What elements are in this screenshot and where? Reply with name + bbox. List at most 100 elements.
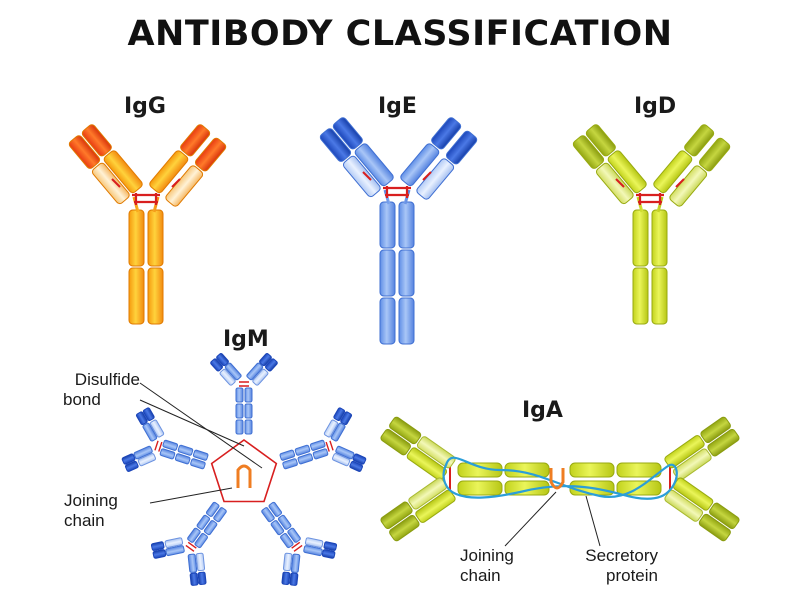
heavy-chain-constant-domain <box>653 150 693 194</box>
iga-fab-arm <box>380 477 456 542</box>
light-chain-constant-domain <box>342 155 381 198</box>
variable-domain <box>68 135 101 169</box>
disulfide-bond <box>132 193 160 205</box>
heavy-chain-constant-domain <box>309 439 326 451</box>
variable-domain <box>135 411 148 426</box>
variable-domain <box>323 541 338 551</box>
iga-joining-chain-line-1: Joining <box>460 546 514 565</box>
heavy-chain-constant-domain <box>149 150 189 194</box>
heavy-chain-constant-domain <box>398 297 415 345</box>
heavy-chain-constant-domain <box>159 448 176 460</box>
heavy-chain-constant-domain <box>294 444 311 456</box>
heavy-chain-constant-domain <box>651 209 668 267</box>
heavy-chain-constant-domain <box>235 419 244 435</box>
light-chain-constant-domain <box>91 162 130 205</box>
disulfide-bond <box>171 178 181 188</box>
light-chain-constant-domain <box>323 419 339 438</box>
disulfide-bond-line-1: Disulfide <box>74 370 140 389</box>
left-fab-arm <box>319 117 394 198</box>
light-chain-constant-domain <box>149 419 165 438</box>
iga-fab-arm <box>664 477 740 542</box>
secretory-protein-line-2: protein <box>606 566 658 585</box>
heavy-chain-constant-domain <box>174 453 191 465</box>
heavy-chain-constant-domain <box>235 387 244 403</box>
heavy-chain-constant-domain <box>187 553 198 573</box>
right-fab-arm <box>149 124 227 207</box>
variable-domain <box>698 137 731 172</box>
heavy-chain-constant-domain <box>196 514 211 530</box>
light-chain-constant-domain <box>664 489 704 522</box>
light-chain-constant-domain <box>595 162 634 205</box>
variable-domain <box>389 514 420 542</box>
left-fab-arm <box>68 124 143 205</box>
heavy-chain-constant-domain <box>244 403 253 419</box>
iga-label: IgA <box>522 398 563 423</box>
variable-domain <box>319 128 352 162</box>
heavy-chain-constant-domain <box>244 387 253 403</box>
heavy-chain-constant-domain <box>400 143 440 187</box>
iga-joining-chain-line-2: chain <box>460 566 501 585</box>
variable-domain <box>445 130 478 165</box>
variable-domain <box>700 416 731 444</box>
light-chain-constant-domain <box>304 537 324 549</box>
disulfide-bond-line-2: bond <box>63 390 101 409</box>
variable-domain <box>585 124 616 157</box>
leader-line <box>139 399 245 447</box>
igm-label: IgM <box>223 327 269 352</box>
heavy-chain-constant-domain <box>103 150 143 194</box>
heavy-chain-constant-domain <box>632 267 649 325</box>
variable-domain <box>684 124 715 157</box>
variable-domain <box>431 117 462 150</box>
hinge-region <box>636 196 664 213</box>
heavy-chain-constant-domain <box>354 143 394 187</box>
fab-arm <box>135 407 165 442</box>
variable-domain <box>265 358 278 372</box>
variable-domain <box>152 549 167 559</box>
disulfide-bond <box>675 178 685 188</box>
igm-joining-chain-line-1: Joining <box>64 491 118 510</box>
heavy-chain-constant-domain <box>244 419 253 435</box>
heavy-chain-constant-domain <box>330 422 346 442</box>
variable-domain <box>389 416 422 445</box>
variable-domain <box>321 549 336 559</box>
heavy-chain-constant-domain <box>147 209 164 267</box>
heavy-chain-constant-domain <box>457 480 503 496</box>
heavy-chain-constant-domain <box>192 449 209 461</box>
secretory-protein-line-1: Secretory <box>585 546 658 565</box>
igd-antibody <box>572 124 731 325</box>
heavy-chain-constant-domain <box>268 501 283 517</box>
heavy-chain-constant-domain <box>128 267 145 325</box>
fab-arm <box>187 552 207 586</box>
heavy-chain-constant-domain <box>128 209 145 267</box>
variable-domain <box>210 358 223 372</box>
right-fab-arm <box>400 117 478 200</box>
heavy-chain-constant-domain <box>297 453 314 465</box>
page-title: ANTIBODY CLASSIFICATION <box>127 14 673 54</box>
heavy-chain-constant-domain <box>280 533 294 549</box>
leader-line <box>149 487 233 504</box>
disulfide-bond <box>291 541 303 552</box>
disulfide-bond <box>422 171 432 181</box>
heavy-chain-constant-domain <box>224 362 242 381</box>
heavy-chain-constant-domain <box>312 448 329 460</box>
variable-domain <box>197 571 207 585</box>
heavy-chain-constant-domain <box>187 527 201 543</box>
ige-antibody <box>319 117 478 345</box>
variable-domain <box>289 572 299 586</box>
disulfide-bond <box>362 171 372 181</box>
igm-joining-chain <box>236 464 252 488</box>
variable-domain <box>216 353 229 367</box>
light-chain-constant-domain <box>137 453 157 467</box>
heavy-chain-constant-domain <box>303 545 323 557</box>
hinge-region <box>383 189 411 205</box>
secretory-protein-label: Secretory protein <box>550 546 658 586</box>
fab-arm <box>331 445 367 472</box>
variable-domain <box>333 407 346 422</box>
heavy-chain-constant-domain <box>142 422 158 442</box>
variable-domain <box>259 353 272 367</box>
variable-domain <box>124 460 139 472</box>
disulfide-bond <box>210 439 278 503</box>
heavy-chain-constant-domain <box>569 462 615 478</box>
disulfide-bond <box>111 178 121 188</box>
